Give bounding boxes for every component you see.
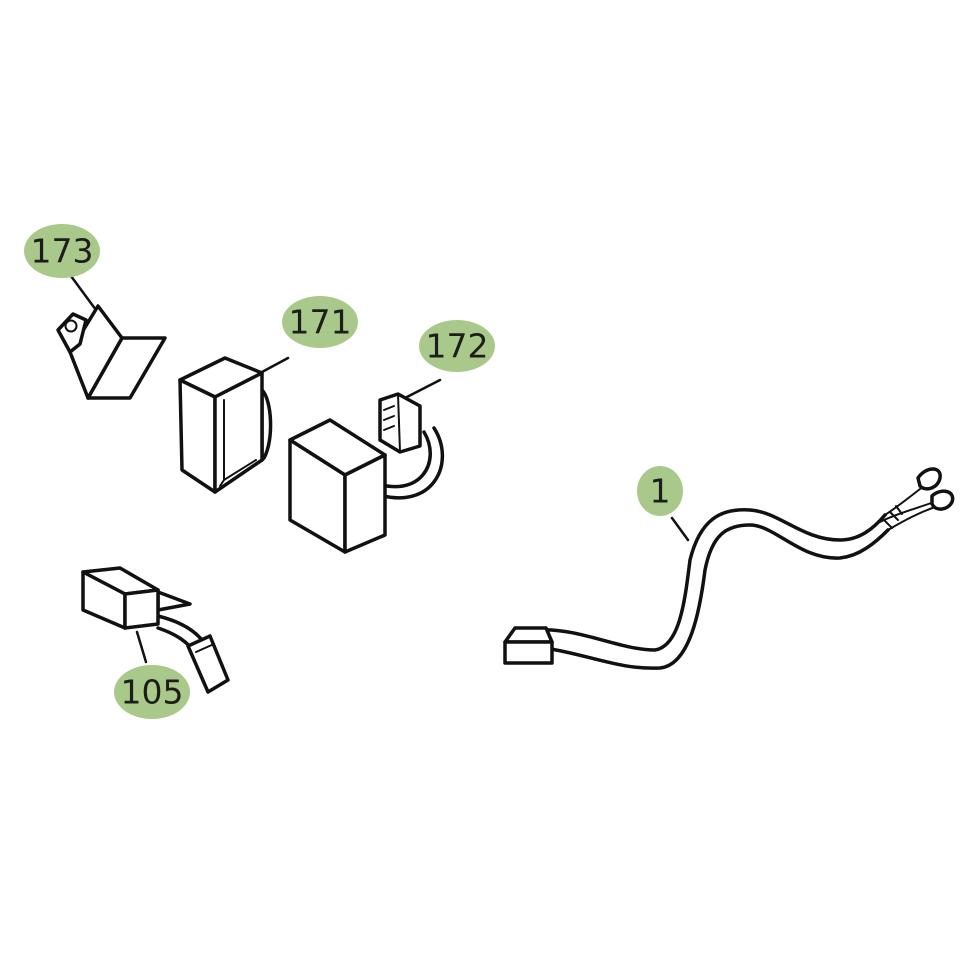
callout-badge xyxy=(114,665,190,719)
part-173-bracket xyxy=(56,304,167,400)
part-105-connector xyxy=(81,566,230,694)
callout-badge xyxy=(282,296,358,348)
callout-badge xyxy=(24,224,100,278)
leader-173 xyxy=(66,270,98,312)
leader-172 xyxy=(403,378,442,400)
leader-1 xyxy=(670,516,690,542)
callout-label: 173 xyxy=(31,232,94,271)
callout-label: 1 xyxy=(650,472,671,511)
callout-label: 105 xyxy=(121,673,184,712)
part-171-box xyxy=(178,356,273,494)
part-172-module xyxy=(288,392,445,554)
leader-105 xyxy=(135,630,148,664)
callout-1: 1 xyxy=(637,466,683,516)
callout-171: 171 xyxy=(282,296,358,348)
leader-171 xyxy=(260,356,290,374)
callout-label: 172 xyxy=(426,327,489,366)
callout-105: 105 xyxy=(114,665,190,719)
callout-173: 173 xyxy=(24,224,100,278)
callout-172: 172 xyxy=(419,320,495,372)
part-1-harness xyxy=(503,467,955,670)
callout-badge xyxy=(419,320,495,372)
callout-badge xyxy=(637,466,683,516)
callout-label: 171 xyxy=(289,303,352,342)
